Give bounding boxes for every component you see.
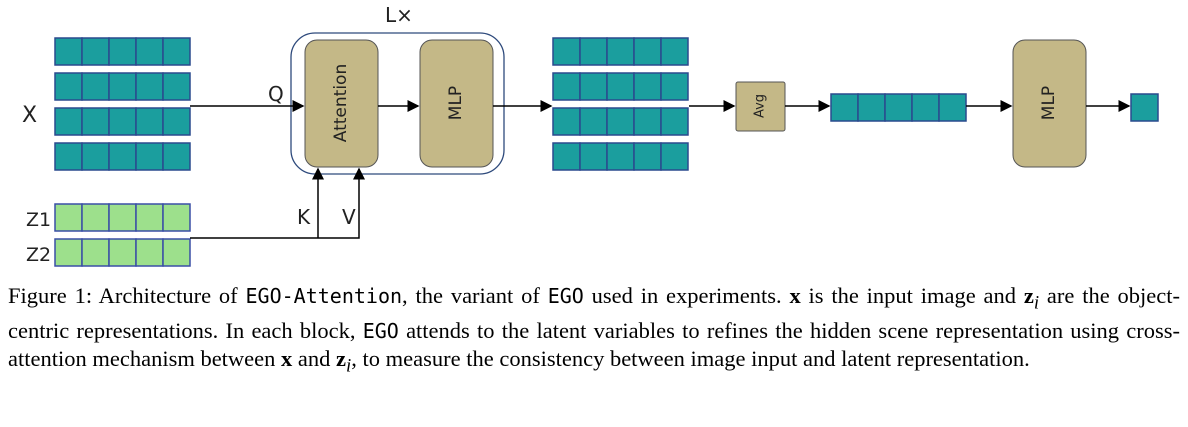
token-cell	[633, 37, 662, 66]
token-cell	[54, 37, 83, 66]
attention-label: Attention	[331, 64, 351, 142]
token-cell	[162, 37, 191, 66]
input-label: X	[22, 103, 37, 128]
token-cell	[633, 107, 662, 136]
latent-token-cell	[81, 203, 110, 232]
latent-token-grid	[54, 203, 191, 267]
caption-method-name: EGO-Attention	[245, 284, 403, 308]
latent-label-z2: Z2	[26, 244, 51, 266]
token-cell	[135, 72, 164, 101]
token-cell	[162, 72, 191, 101]
latent-token-cell	[108, 203, 137, 232]
head-mlp	[1012, 39, 1087, 168]
figure-caption: Figure 1: Architecture of EGO-Attention,…	[8, 282, 1180, 379]
token-cell	[633, 72, 662, 101]
latent-token-cell	[54, 238, 83, 267]
token-cell	[660, 72, 689, 101]
latent-label-z1: Z1	[26, 209, 51, 231]
token-cell	[108, 107, 137, 136]
architecture-diagram: X Z1 Z2 Q K V L× Attention MLP Avg MLP	[22, 3, 1159, 267]
token-cell	[54, 72, 83, 101]
head-mlp-label: MLP	[1039, 86, 1059, 120]
token-cell	[633, 142, 662, 171]
input-token-grid	[54, 37, 191, 171]
caption-symbol-x: x	[789, 283, 801, 308]
caption-symbol-z: z	[1023, 283, 1034, 308]
token-cell	[81, 72, 110, 101]
latent-token-cell	[135, 203, 164, 232]
token-cell	[911, 93, 940, 122]
caption-subscript-i: i	[1033, 292, 1040, 314]
caption-symbol-z: z	[336, 345, 347, 371]
caption-text: is the input image and	[800, 283, 1024, 308]
key-label: K	[297, 205, 311, 229]
token-cell	[54, 107, 83, 136]
caption-prefix: Figure 1: Architecture of	[8, 283, 246, 308]
caption-text: used in experiments.	[583, 283, 790, 308]
caption-text: , to measure the consistency between ima…	[351, 345, 1030, 371]
token-cell	[108, 72, 137, 101]
token-cell	[579, 142, 608, 171]
token-cell	[857, 93, 886, 122]
token-cell	[660, 142, 689, 171]
token-cell	[660, 37, 689, 66]
token-cell	[81, 142, 110, 171]
latent-token-cell	[81, 238, 110, 267]
arrow-value	[190, 167, 365, 239]
token-cell	[54, 142, 83, 171]
block-mlp	[419, 39, 494, 168]
output-token-grid	[552, 37, 689, 171]
pooled-token-row	[830, 93, 967, 122]
token-cell	[884, 93, 913, 122]
token-cell	[660, 107, 689, 136]
output-token	[1130, 93, 1159, 122]
token-cell	[108, 37, 137, 66]
latent-token-cell	[135, 238, 164, 267]
token-cell	[162, 142, 191, 171]
token-cell	[135, 107, 164, 136]
token-cell	[552, 142, 581, 171]
token-cell	[135, 37, 164, 66]
token-cell	[606, 72, 635, 101]
repeat-label: L×	[385, 3, 413, 27]
token-cell	[938, 93, 967, 122]
caption-subscript-i: i	[346, 355, 352, 376]
token-cell	[552, 72, 581, 101]
latent-token-cell	[54, 203, 83, 232]
token-cell	[579, 107, 608, 136]
latent-token-cell	[162, 203, 191, 232]
query-label: Q	[268, 82, 284, 106]
token-cell	[135, 142, 164, 171]
value-label: V	[342, 205, 356, 229]
token-cell	[552, 107, 581, 136]
avg-label: Avg	[753, 94, 768, 118]
token-cell	[579, 72, 608, 101]
token-cell	[81, 37, 110, 66]
token-cell	[830, 93, 859, 122]
caption-ego: EGO	[362, 318, 399, 343]
token-cell	[81, 107, 110, 136]
attention-block	[304, 39, 379, 168]
token-cell	[606, 37, 635, 66]
latent-token-cell	[162, 238, 191, 267]
caption-text: and	[292, 345, 337, 371]
caption-ego: EGO	[547, 284, 584, 308]
token-cell	[108, 142, 137, 171]
transformer-block-container	[290, 32, 505, 175]
token-cell	[552, 37, 581, 66]
connection-arrows	[190, 100, 1131, 239]
token-cell	[606, 107, 635, 136]
token-cell	[162, 107, 191, 136]
latent-token-cell	[108, 238, 137, 267]
caption-symbol-x: x	[281, 345, 293, 371]
block-mlp-label: MLP	[446, 86, 466, 120]
caption-text: , the variant of	[402, 283, 548, 308]
caption-text: are the object-centric representations. …	[8, 283, 1180, 343]
token-cell	[579, 37, 608, 66]
token-cell	[606, 142, 635, 171]
caption-text: attends to the latent variables to refin…	[8, 317, 1181, 371]
